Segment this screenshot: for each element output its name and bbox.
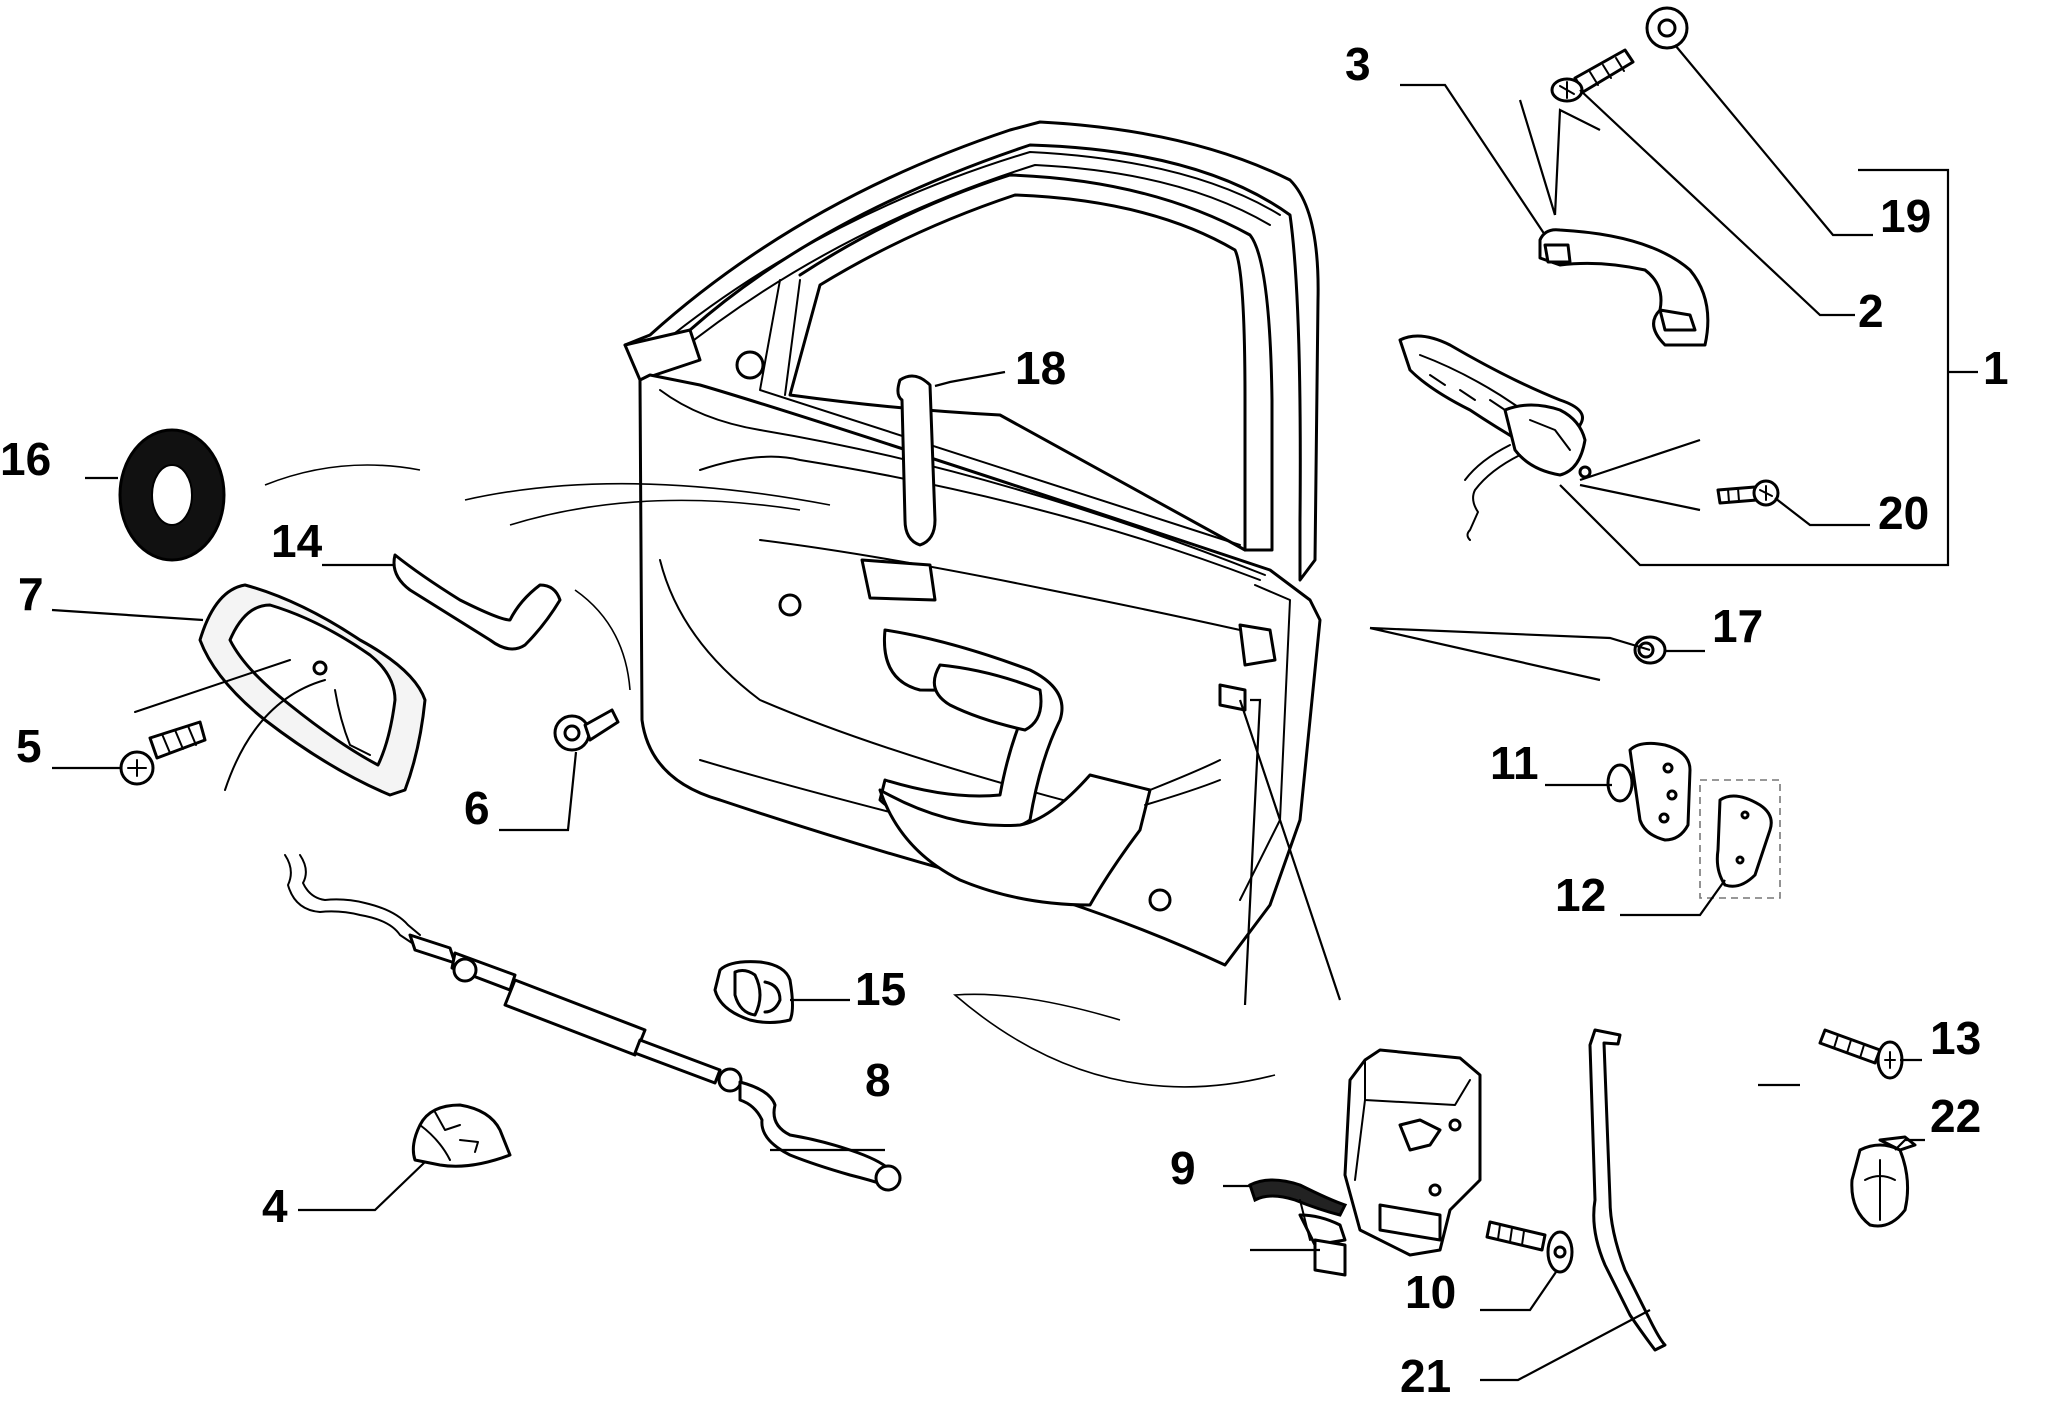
callout-1: 1 <box>1983 342 2009 394</box>
part-15-clip <box>713 960 794 1024</box>
part-3-outer-handle <box>1538 228 1710 347</box>
callout-13: 13 <box>1930 1012 1981 1064</box>
callout-21: 21 <box>1400 1350 1451 1402</box>
part-18-hose <box>896 374 937 547</box>
callout-15: 15 <box>855 963 906 1015</box>
callout-10: 10 <box>1405 1266 1456 1318</box>
callout-4: 4 <box>262 1180 288 1232</box>
part-5-screw <box>119 720 207 786</box>
callout-18: 18 <box>1015 342 1066 394</box>
part-12-gasket <box>1699 779 1781 899</box>
callout-8: 8 <box>865 1054 891 1106</box>
part-16-seal-ring <box>118 428 226 562</box>
part-19-washer <box>1645 6 1689 50</box>
callout-numbers: 1 2 3 4 5 6 7 8 9 10 11 12 13 14 15 16 1… <box>0 38 2009 1402</box>
part-22-cap <box>1850 1135 1917 1228</box>
callout-16: 16 <box>0 433 51 485</box>
callout-9: 9 <box>1170 1142 1196 1194</box>
callout-7: 7 <box>18 568 44 620</box>
part-20-screw <box>1716 479 1780 507</box>
leader-lines <box>51 44 1978 1382</box>
part-7-handle-bezel <box>134 583 427 797</box>
callout-5: 5 <box>16 720 42 772</box>
part-21-rod <box>1588 1028 1667 1352</box>
part-10-screw <box>1485 1220 1574 1274</box>
part-1-handle-bracket <box>1398 334 1592 541</box>
callout-17: 17 <box>1712 600 1763 652</box>
callout-3: 3 <box>1345 38 1371 90</box>
part-11-lock-plate <box>1606 741 1692 842</box>
callout-2: 2 <box>1858 285 1884 337</box>
part-8-cable <box>284 854 902 1192</box>
callout-14: 14 <box>271 515 323 567</box>
callout-6: 6 <box>464 782 490 834</box>
callout-12: 12 <box>1555 869 1606 921</box>
door-panel <box>623 120 1322 967</box>
part-4-clip <box>411 1103 512 1168</box>
part-13-screw <box>1818 1028 1904 1080</box>
part-2-bolt <box>1550 48 1635 103</box>
part-9-door-latch <box>1248 1048 1482 1277</box>
part-14-handle-insert <box>392 553 562 651</box>
callout-19: 19 <box>1880 190 1931 242</box>
part-6-trim-clip <box>553 708 620 752</box>
callout-20: 20 <box>1878 487 1929 539</box>
callout-22: 22 <box>1930 1090 1981 1142</box>
callout-11: 11 <box>1490 737 1539 789</box>
